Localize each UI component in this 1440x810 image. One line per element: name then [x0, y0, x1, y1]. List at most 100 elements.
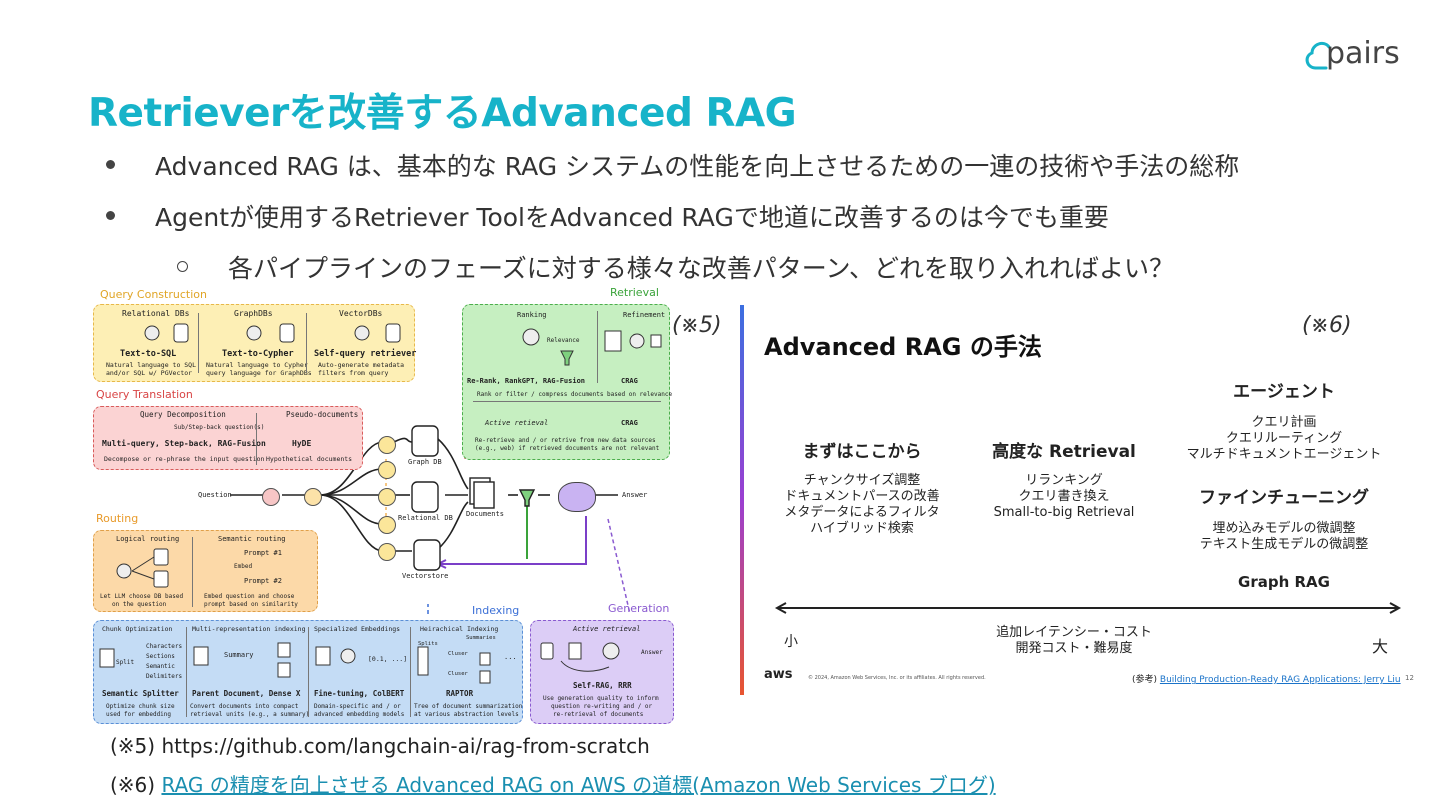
routing-head-1: Logical routing — [116, 535, 180, 543]
cloud-logo-icon — [1305, 41, 1331, 70]
divider — [186, 627, 187, 717]
flow-lines — [230, 394, 631, 615]
divider — [597, 311, 598, 383]
sub-bullet-ring — [177, 261, 188, 272]
flow-node — [378, 436, 396, 454]
routing-prompt-2: Prompt #2 — [244, 577, 282, 585]
pairs-logo: pairs — [1302, 34, 1412, 76]
routing-head-2: Semantic routing — [218, 535, 286, 543]
routing-box: Logical routing Let LLM choose DB based … — [93, 530, 318, 612]
flow-documents: Documents — [466, 510, 504, 518]
aws-ref-prefix: (参考) — [1132, 675, 1160, 685]
aws-page-number: 12 — [1405, 674, 1414, 682]
idx-c1-item: Semantic — [146, 663, 175, 670]
query-db-icons — [144, 323, 401, 343]
flow-node — [262, 488, 280, 506]
divider — [473, 401, 661, 402]
flow-node — [378, 516, 396, 534]
idx-c4-summaries: Summaries — [466, 635, 496, 641]
routing-desc-1b: on the question — [112, 601, 167, 608]
col1-item: チャンクサイズ調整 — [803, 473, 921, 488]
col1-item: ドキュメントパースの改善 — [784, 489, 940, 504]
qc-name-3: Self-query retriever — [314, 349, 417, 359]
generation-icons — [540, 642, 620, 672]
retrieval-desc-2a: Re-retrieve and / or retrive from new da… — [475, 437, 656, 444]
idx-c1-desc-b: used for embedding — [106, 711, 172, 718]
flow-graph-db: Graph DB — [408, 458, 442, 466]
idx-c2-name: Parent Document, Dense X — [192, 689, 301, 698]
bullet-2: Agentが使用するRetriever ToolをAdvanced RAGで地道… — [155, 203, 1109, 232]
axis-large: 大 — [1372, 637, 1389, 656]
section-label-retrieval: Retrieval — [610, 286, 659, 299]
section-label-routing: Routing — [96, 512, 139, 525]
col2-item: クエリ書き換え — [1018, 489, 1110, 504]
col3a-item: クエリ計画 — [1251, 415, 1317, 430]
gen-desc-2: question re-writing and / or — [551, 703, 653, 710]
retrieval-ranking: Ranking — [517, 311, 547, 319]
col3c-head: Graph RAG — [1238, 573, 1330, 591]
idx-c4-dots: ... — [504, 653, 517, 661]
indexing-box: Chunk Optimization Characters Sections S… — [93, 620, 523, 724]
generation-box: Active retrieval Answer Self-RAG, RRR Us… — [530, 620, 674, 724]
bullet-1: Advanced RAG は、基本的な RAG システムの性能を向上させるための… — [155, 152, 1240, 181]
divider — [410, 627, 411, 717]
bullet-dot — [106, 160, 115, 169]
idx-c2-summary: Summary — [224, 651, 254, 659]
col3b-item: テキスト生成モデルの微調整 — [1199, 537, 1369, 552]
ref-marker-5: (※5) — [672, 313, 722, 338]
flow-vectorstore: Vectorstore — [402, 572, 449, 580]
qc-name-1: Text-to-SQL — [120, 349, 177, 359]
idx-c4-cluster: Cluser — [448, 671, 468, 677]
llm-brain-icon — [558, 482, 596, 512]
section-label-indexing: Indexing — [472, 604, 520, 617]
flow-answer: Answer — [622, 491, 648, 499]
qc-head-1: Relational DBs — [122, 309, 190, 318]
retrieval-desc-2b: (e.g., web) if retrieved documents are n… — [475, 445, 660, 452]
qc-desc-3b: filters from query — [318, 369, 389, 377]
retrieval-desc: Rank or filter / compress documents base… — [477, 391, 673, 398]
section-label-query-construction: Query Construction — [100, 288, 207, 301]
flow-node — [378, 488, 396, 506]
qc-desc-1a: Natural language to SQL — [106, 361, 197, 369]
logical-routing-icon — [116, 548, 169, 588]
qc-name-2: Text-to-Cypher — [222, 349, 294, 359]
qt-head-1: Query Decomposition — [140, 410, 226, 419]
retrieval-rerank: Re-Rank, RankGPT, RAG-Fusion — [467, 377, 586, 385]
aws-logo: aws — [764, 667, 793, 682]
qc-head-3: VectorDBs — [339, 309, 383, 318]
col2-item: Small-to-big Retrieval — [993, 505, 1135, 520]
rag-pipeline-diagram: Query Construction Relational DBs Text-t… — [90, 284, 680, 728]
qc-desc-2a: Natural language to Cypher — [206, 361, 308, 369]
divider — [256, 413, 257, 465]
idx-c2-desc-b: retrieval units (e.g., a summary) — [190, 711, 310, 718]
footnote-6-link[interactable]: RAG の精度を向上させる Advanced RAG on AWS の道標(Am… — [161, 773, 996, 797]
qc-desc-1b: and/or SQL w/ PGVector — [106, 369, 193, 377]
gen-answer: Answer — [641, 649, 663, 656]
idx-c4-cluster: Cluser — [448, 651, 468, 657]
col2-head: 高度な Retrieval — [992, 442, 1136, 462]
double-arrow — [774, 602, 1402, 614]
idx-c2-desc-a: Convert documents into compact — [190, 703, 299, 710]
col3b-item: 埋め込みモデルの微調整 — [1212, 521, 1356, 536]
idx-c3-name: Fine-tuning, ColBERT — [314, 689, 405, 698]
ranking-icons — [522, 328, 662, 366]
idx-c3-desc-a: Domain-specific and / or — [314, 703, 401, 710]
footnote-6: (※6) RAG の精度を向上させる Advanced RAG on AWS の… — [110, 769, 996, 798]
col3a-head: エージェント — [1233, 382, 1335, 402]
gen-desc-3: re-retrieval of documents — [553, 711, 644, 718]
idx-c3-desc-b: advanced embedding models — [314, 711, 405, 718]
col1-item: メタデータによるフィルタ — [784, 505, 940, 520]
gen-desc-1: Use generation quality to inform — [543, 695, 659, 702]
indexing-icons — [99, 642, 491, 684]
sub-bullet-1: 各パイプラインのフェーズに対する様々な改善パターン、どれを取り入れればよい？ — [228, 254, 1175, 283]
qc-desc-3a: Auto-generate metadata — [318, 361, 405, 369]
footnote-5: (※5) https://github.com/langchain-ai/rag… — [110, 734, 650, 758]
retrieval-relevance: Relevance — [547, 337, 580, 344]
routing-desc-2b: prompt based on similarity — [204, 601, 298, 608]
flow-question: Question — [198, 491, 232, 499]
idx-c4-splits: Splits — [418, 641, 438, 647]
routing-desc-2a: Embed question and choose — [204, 593, 295, 600]
aws-ref: (参考) Building Production-Ready RAG Appli… — [1132, 672, 1401, 685]
section-label-generation: Generation — [608, 602, 670, 615]
aws-ref-link[interactable]: Building Production-Ready RAG Applicatio… — [1159, 675, 1401, 685]
